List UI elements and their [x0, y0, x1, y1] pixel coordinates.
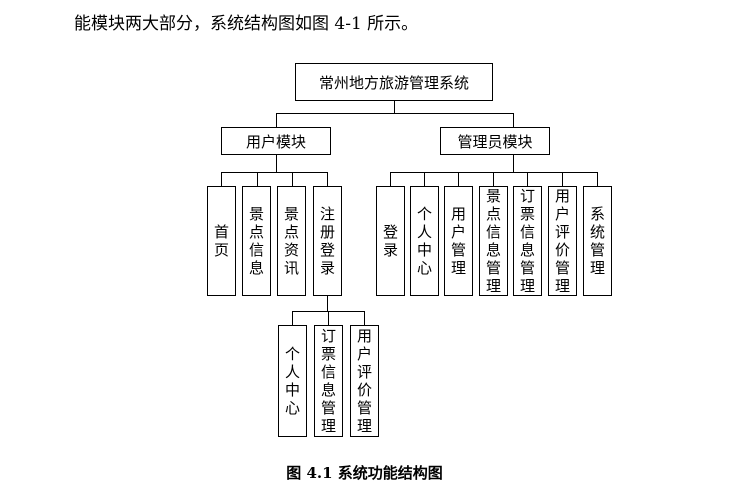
connector: [493, 172, 494, 186]
admin-child-login: 登录: [376, 186, 405, 296]
admin-child-system-management: 系统管理: [583, 186, 612, 296]
user-child-home: 首页: [207, 186, 236, 296]
connector: [292, 172, 293, 186]
user-child-scenic-news: 景点资讯: [277, 186, 306, 296]
admin-child-ticket-management: 订票信息管理: [513, 186, 542, 296]
node-label: 登录: [383, 223, 399, 259]
user-child-scenic-info: 景点信息: [242, 186, 271, 296]
node-label: 注册登录: [320, 205, 336, 277]
intro-paragraph: 能模块两大部分，系统结构图如图 4-1 所示。: [74, 14, 419, 34]
register-child-review-management: 用户评价管理: [350, 325, 379, 437]
figure-caption: 图 4.1 系统功能结构图: [286, 464, 443, 482]
connector: [390, 172, 391, 186]
node-label: 系统管理: [590, 205, 606, 277]
node-label: 用户评价管理: [357, 327, 373, 435]
connector: [276, 113, 277, 127]
connector: [276, 113, 513, 114]
node-label: 景点信息管理: [486, 187, 502, 295]
node-label: 个人中心: [285, 345, 301, 417]
node-label: 用户管理: [451, 205, 467, 277]
connector: [292, 311, 293, 325]
connector: [328, 311, 329, 325]
admin-child-personal-center: 个人中心: [410, 186, 439, 296]
connector: [221, 172, 328, 173]
connector: [327, 172, 328, 186]
node-label: 首页: [214, 223, 230, 259]
connector: [562, 172, 563, 186]
connector: [527, 172, 528, 186]
node-label: 订票信息管理: [520, 187, 536, 295]
admin-child-scenic-info-management: 景点信息管理: [479, 186, 508, 296]
connector: [394, 101, 395, 113]
connector: [327, 296, 328, 311]
node-label: 用户评价管理: [555, 187, 571, 295]
connector: [424, 172, 425, 186]
connector: [597, 172, 598, 186]
node-label: 订票信息管理: [321, 327, 337, 435]
admin-child-review-management: 用户评价管理: [548, 186, 577, 296]
node-label: 个人中心: [417, 205, 433, 277]
connector: [458, 172, 459, 186]
connector: [513, 155, 514, 172]
admin-module-node: 管理员模块: [440, 127, 550, 155]
node-label: 景点信息: [249, 205, 265, 277]
register-child-personal-center: 个人中心: [278, 325, 307, 437]
connector: [276, 155, 277, 172]
connector: [513, 113, 514, 127]
connector: [364, 311, 365, 325]
connector: [221, 172, 222, 186]
connector: [257, 172, 258, 186]
user-child-register-login: 注册登录: [313, 186, 342, 296]
node-label: 景点资讯: [284, 205, 300, 277]
user-module-node: 用户模块: [221, 127, 331, 155]
root-node: 常州地方旅游管理系统: [295, 63, 493, 101]
admin-child-user-management: 用户管理: [444, 186, 473, 296]
register-child-ticket-management: 订票信息管理: [314, 325, 343, 437]
